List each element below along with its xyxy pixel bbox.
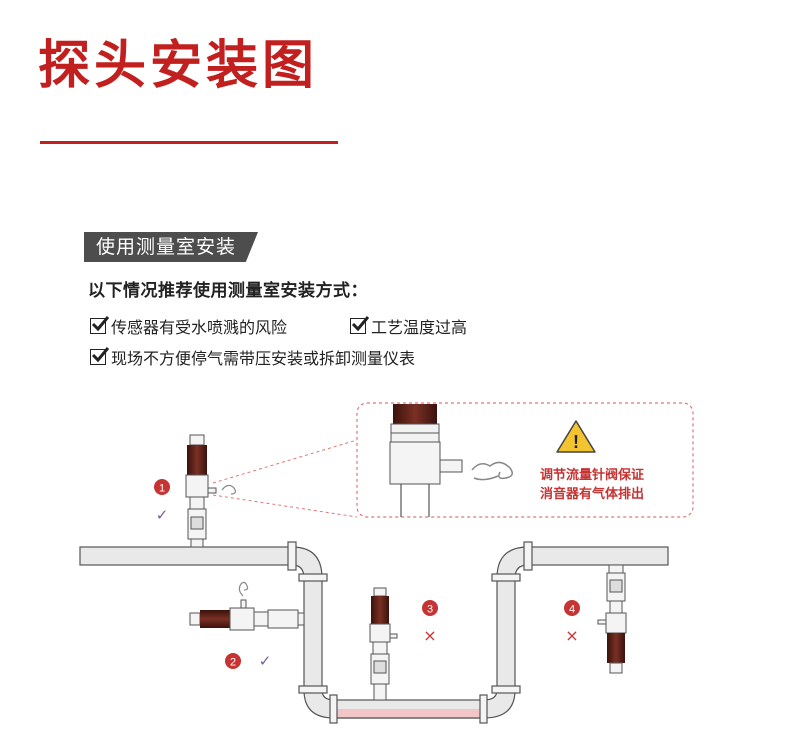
section-badge: 使用测量室安装 [84,232,259,262]
sensor-position-3 [369,587,398,701]
checkbox-check-icon [90,347,110,365]
sensor-position-1 [185,434,217,548]
gas-puff-icon [238,581,249,597]
position-number: 1 [159,483,165,495]
pipe-flanges [287,541,533,724]
position-marker-1: 1 ✓ [154,479,170,524]
position-number: 4 [569,604,575,616]
intro-text: 以下情况推荐使用测量室安装方式： [88,281,368,301]
callout-note-line1: 调节流量针阀保证 [540,468,645,483]
title-underline [40,141,338,144]
condition-label: 工艺温度过高 [371,318,468,337]
condition-label: 现场不方便停气需带压安装或拆卸测量仪表 [111,349,416,368]
page-title: 探头安装图 [38,36,319,96]
checkbox-check-icon [350,316,370,334]
checkbox-check-icon [90,316,110,334]
position-mark: ✓ [156,506,169,524]
svg-text:!: ! [573,432,579,452]
callout-box [356,402,694,518]
callout-note-line2: 消音器有气体排出 [540,487,645,502]
water-in-pipe [334,709,484,718]
condition-label: 传感器有受水喷溅的风险 [111,318,288,337]
sensor-position-4 [597,564,627,674]
position-number: 3 [427,604,433,616]
position-mark: × [423,626,436,645]
position-mark: × [565,626,578,645]
warning-triangle-icon: ! [556,420,596,453]
gas-puff-icon [471,461,513,481]
position-number: 2 [230,657,236,669]
condition-item: 工艺温度过高 [350,314,467,338]
callout-leader [212,494,358,518]
condition-item: 现场不方便停气需带压安装或拆卸测量仪表 [90,345,415,369]
sensor-position-2 [189,599,305,631]
pipe-system [79,546,669,719]
condition-item: 传感器有受水喷溅的风险 [90,314,287,338]
gas-puff-icon [221,484,237,495]
position-mark: ✓ [259,652,272,670]
callout-leader [212,439,358,484]
enlarged-measurement-chamber [389,404,463,517]
position-marker-2: 2 ✓ [225,652,271,670]
position-marker-3: 3 × [422,600,438,645]
position-marker-4: 4 × [564,600,580,645]
